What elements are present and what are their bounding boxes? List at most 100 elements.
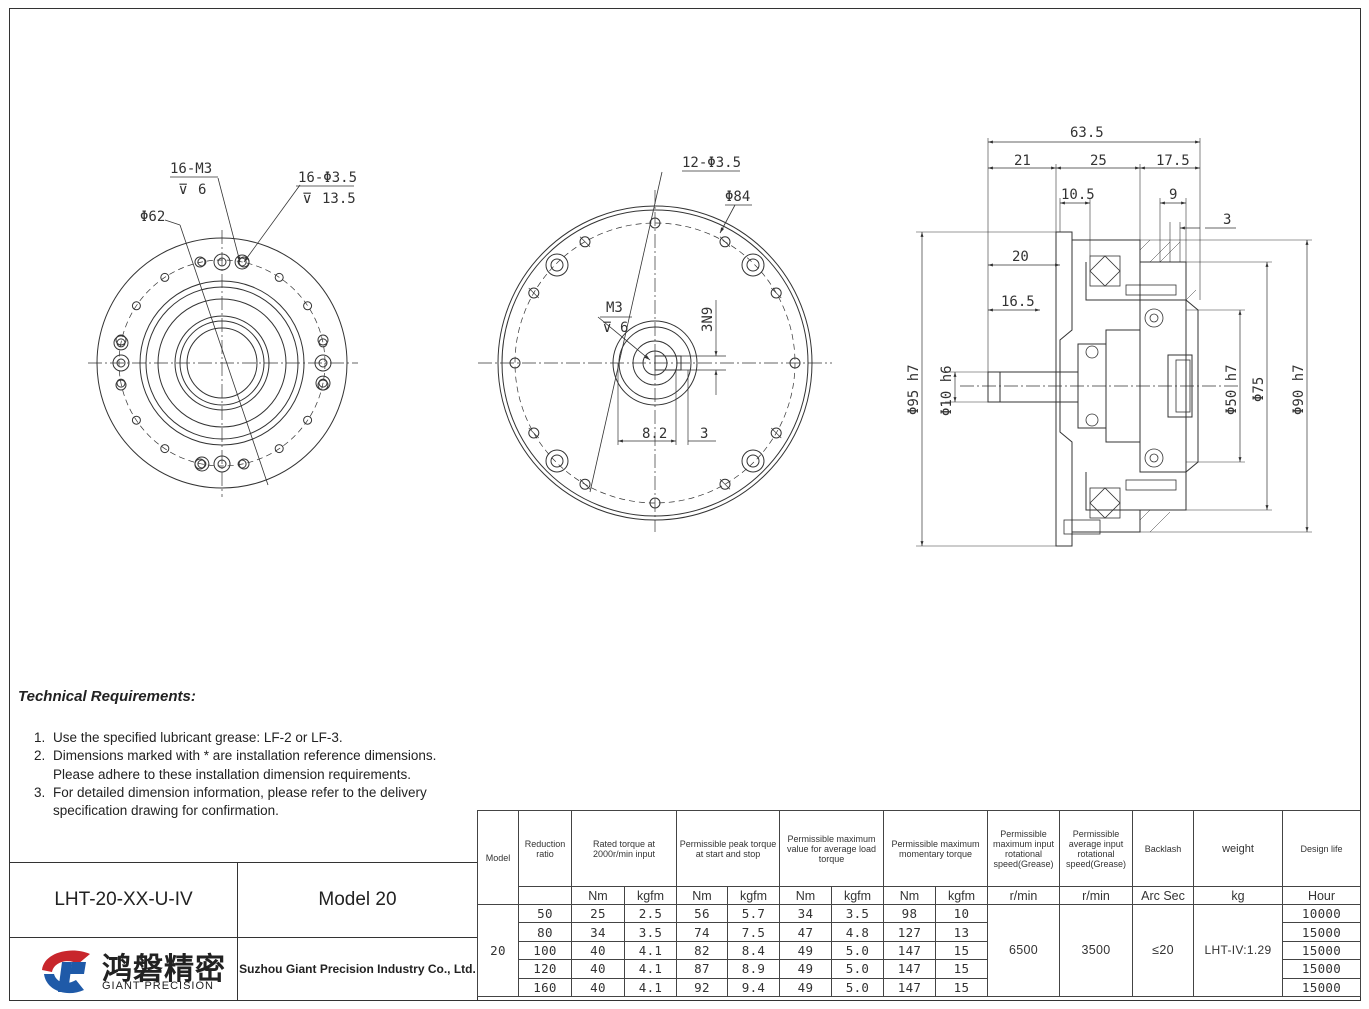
flange-dia-62: Φ62 [140, 209, 165, 225]
unit: r/min [987, 886, 1060, 905]
bolt-hole [160, 444, 170, 454]
section-dia-50: Φ50 h7 [1224, 364, 1240, 415]
section-dim-165: 16.5 [1001, 294, 1035, 310]
unit: kgfm [727, 886, 780, 905]
unit: Nm [883, 886, 936, 905]
cell: 34 [571, 922, 625, 942]
hdr-avg-speed: Permissible average input rotational spe… [1059, 810, 1133, 887]
drawing-frame [9, 8, 1361, 1001]
cell: 98 [883, 903, 936, 924]
tapped-hole [115, 334, 127, 346]
cell: 92 [676, 977, 728, 997]
part-number-cell: LHT-20-XX-U-IV [9, 862, 238, 938]
unit: Nm [779, 886, 832, 905]
mount-hole-core [746, 258, 760, 272]
bolt-hole [579, 236, 591, 248]
cell-weight: LHT-IV:1.29 [1193, 904, 1283, 997]
front-key: 3N9 [700, 307, 716, 332]
cell: 47 [779, 922, 832, 942]
cell-model: 20 [477, 904, 519, 997]
cell: 127 [883, 922, 936, 942]
unit: Arc Sec [1132, 886, 1194, 905]
bolt-hole-counterbore [113, 335, 129, 351]
unit: Hour [1282, 886, 1361, 905]
front-dim-82: 8.2 [642, 426, 667, 442]
spec-table: Model Reduction ratio Rated torque at 20… [477, 810, 1361, 997]
bolt-hole [770, 287, 782, 299]
section-view [916, 138, 1312, 547]
hdr-avg: Permissible maximum value for average lo… [779, 810, 884, 887]
cell-avg-speed: 3500 [1059, 904, 1133, 997]
cell-backlash: ≤20 [1132, 904, 1194, 997]
section-dim-105: 10.5 [1061, 187, 1095, 203]
cell: 5.0 [831, 940, 884, 961]
cell: 56 [676, 903, 728, 924]
bolt-hole [160, 272, 170, 282]
bolt-hole [197, 257, 207, 267]
flange-view [88, 176, 358, 497]
bolt-hole [719, 478, 731, 490]
logo-cell: 鸿磐精密 GIANT PRECISION [9, 937, 238, 1001]
table-row: 20 50 25 2.5 56 5.7 34 3.5 98 10 6500 35… [477, 903, 1361, 997]
hole-mark [771, 287, 782, 299]
section-dim-3: 3 [1223, 212, 1231, 228]
bolt-hole [649, 217, 661, 229]
cell-ratio: 100 [518, 940, 572, 961]
tech-item: 1.Use the specified lubricant grease: LF… [34, 730, 343, 745]
front-holes-callout: 12-Φ3.5 [682, 155, 741, 171]
tapped-hole [317, 334, 329, 346]
cell: 74 [676, 922, 728, 942]
hdr-ratio: Reduction ratio [518, 810, 572, 887]
cell: 4.8 [831, 922, 884, 942]
cell: 147 [883, 940, 936, 961]
tech-requirements-title: Technical Requirements: [18, 688, 196, 705]
bolt-hole [528, 287, 540, 299]
hole-mark [719, 479, 731, 490]
section-dim-175: 17.5 [1156, 153, 1190, 169]
cell: 87 [676, 959, 728, 979]
bolt-hole [579, 478, 591, 490]
hole-mark [579, 236, 591, 247]
cell-max-speed: 6500 [987, 904, 1060, 997]
part-number: LHT-20-XX-U-IV [54, 889, 193, 910]
front-depth-symbol: ⊽ [602, 320, 612, 336]
section-dia-90: Φ90 h7 [1291, 364, 1307, 415]
cell: 49 [779, 940, 832, 961]
mount-hole [741, 449, 765, 473]
cell: 82 [676, 940, 728, 961]
hdr-rated: Rated torque at 2000r/min input [571, 810, 677, 887]
table-row: 100 40 4.1 82 8.4 49 5.0 147 15 15000 [478, 940, 1361, 961]
cell-ratio: 80 [518, 922, 572, 942]
flange-depth-symbol: ⊽ [178, 182, 188, 198]
hdr-backlash: Backlash [1132, 810, 1194, 887]
tapped-hole [194, 458, 206, 470]
unit: Nm [676, 886, 728, 905]
cell: 4.1 [624, 959, 677, 979]
hdr-max-speed: Permissible maximum input rotational spe… [987, 810, 1060, 887]
technical-drawing: 16-M3 ⊽ 6 16-Φ3.5 ⊽ 13.5 Φ62 12-Φ3.5 Φ84… [88, 125, 1312, 547]
cell: 147 [883, 977, 936, 997]
cell: 25 [571, 903, 625, 924]
cell: 5.7 [727, 903, 780, 924]
cell-life: 15000 [1282, 940, 1361, 961]
cell: 4.1 [624, 940, 677, 961]
hdr-peak: Permissible peak torque at start and sto… [676, 810, 780, 887]
unit: r/min [1059, 886, 1133, 905]
mount-hole-core [550, 454, 564, 468]
hole-mark [528, 287, 539, 299]
cell: 8.9 [727, 959, 780, 979]
cell-life: 15000 [1282, 959, 1361, 979]
section-dia-95: Φ95 h7 [906, 364, 922, 415]
bolt-hole [274, 444, 284, 454]
section-dim-9: 9 [1169, 187, 1177, 203]
hole-mark [528, 427, 539, 439]
mount-hole-core [746, 454, 760, 468]
cell-ratio: 120 [518, 959, 572, 979]
section-dia-10: Φ10 h6 [939, 365, 955, 416]
cell: 15 [935, 940, 988, 961]
cell: 4.1 [624, 977, 677, 997]
cell: 7.5 [727, 922, 780, 942]
cell: 5.0 [831, 959, 884, 979]
flange-callout-d35: 16-Φ3.5 [298, 170, 357, 186]
bolt-hole [116, 378, 126, 388]
